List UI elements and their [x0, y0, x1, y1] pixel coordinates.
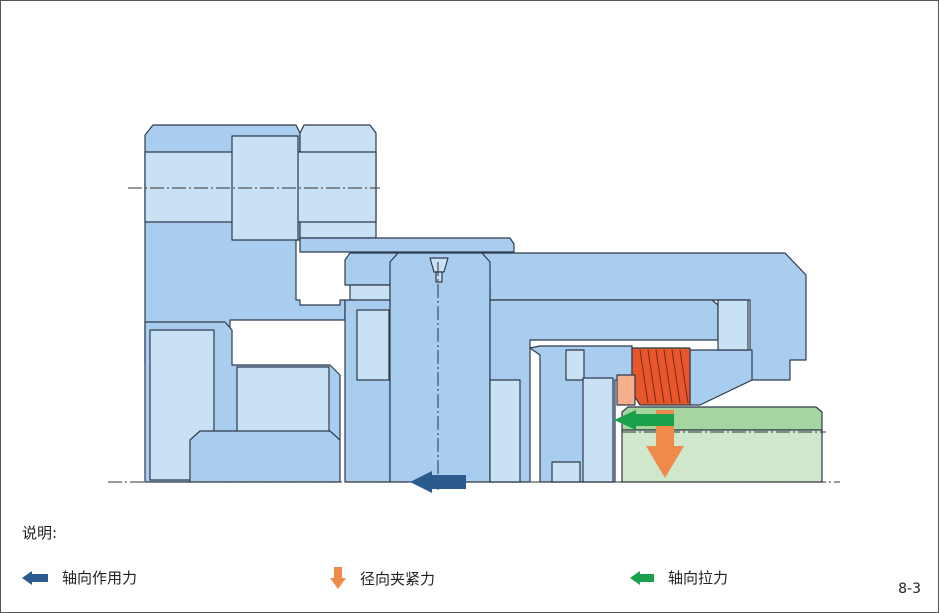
legend-item-axial-tension: 轴向拉力 — [630, 567, 728, 588]
down-arrow-icon — [330, 567, 346, 589]
thread-lines — [639, 349, 689, 404]
left-arrow-icon — [630, 570, 654, 585]
page-number: 8-3 — [898, 581, 921, 597]
radial-clamp-arrow — [646, 410, 684, 478]
upper-middle-cap — [299, 237, 515, 253]
piston-lower — [582, 377, 614, 483]
axial-tension-arrow — [614, 410, 674, 430]
piston-foot — [551, 461, 581, 483]
bolt-socket — [429, 257, 449, 273]
legend-caption: 说明: — [22, 524, 58, 542]
legend-item-radial-clamp: 径向夹紧力 — [330, 567, 435, 589]
piston-slot — [565, 349, 585, 381]
lower-left-step — [236, 366, 330, 438]
insert-left-pad — [616, 374, 636, 406]
right-end-block — [717, 299, 749, 351]
lower-base-plate — [189, 430, 341, 483]
legend-label: 轴向作用力 — [62, 569, 138, 587]
left-arrow-icon — [22, 570, 48, 585]
legend-item-axial-force: 轴向作用力 — [22, 567, 137, 588]
legend-label: 轴向拉力 — [668, 569, 729, 587]
axial-force-arrow — [410, 471, 466, 493]
right-tapered-part — [689, 349, 753, 406]
middle-left-inset — [356, 309, 390, 381]
mechanical-section-diagram — [108, 124, 840, 493]
central-bolt — [389, 252, 491, 483]
bolt-center-hole — [435, 271, 443, 283]
right-sleeve-inset — [489, 379, 521, 483]
legend-label: 径向夹紧力 — [360, 569, 436, 588]
